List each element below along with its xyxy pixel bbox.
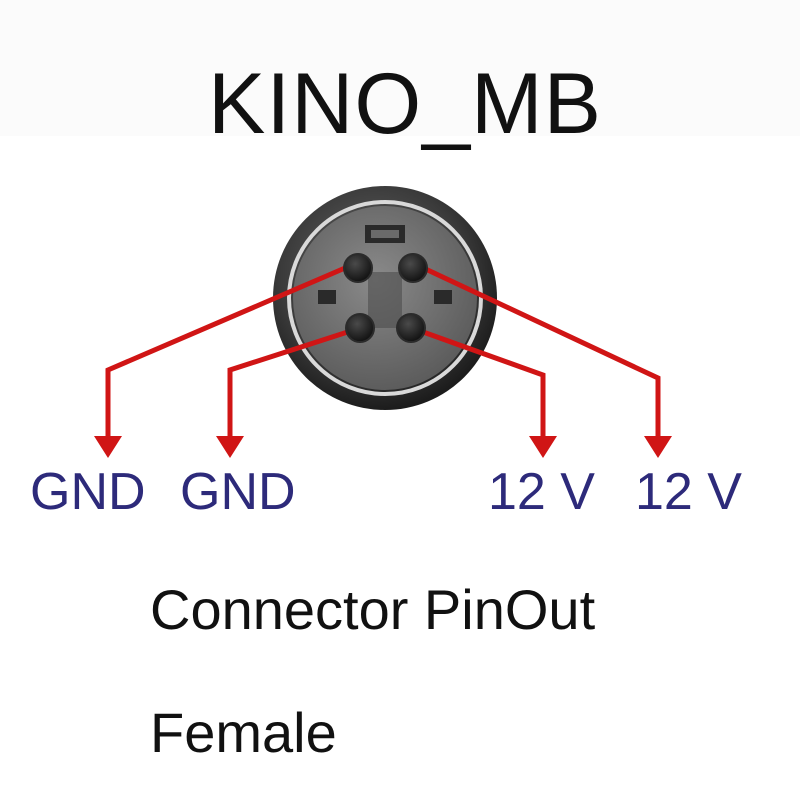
wire-arrowheads — [94, 436, 672, 458]
pin-label-2: GND — [180, 463, 296, 521]
pin-2 — [345, 313, 375, 343]
wire-pin-3 — [411, 325, 546, 440]
title-band — [0, 0, 800, 136]
pin-4 — [398, 253, 428, 283]
connector-side-notch-right — [434, 290, 452, 304]
pin-3 — [396, 313, 426, 343]
connector-side-notch-left — [318, 290, 336, 304]
caption-pinout: Connector PinOut — [150, 578, 596, 641]
connector-center-block — [368, 272, 402, 328]
wire-pin-1 — [105, 262, 353, 440]
pin-1 — [343, 253, 373, 283]
mini-din-connector — [273, 186, 497, 410]
arrowhead-pin-4 — [644, 436, 672, 458]
connector-silver-rim — [287, 200, 483, 396]
wires — [105, 262, 661, 440]
caption-gender: Female — [150, 701, 337, 764]
connector-pins — [343, 253, 428, 343]
arrowhead-pin-2 — [216, 436, 244, 458]
arrowhead-pin-1 — [94, 436, 122, 458]
pin-label-4: 12 V — [635, 463, 742, 521]
page-title: KINO_MB — [207, 56, 603, 152]
wire-pin-4 — [415, 262, 661, 440]
wire-pin-2 — [227, 325, 361, 440]
arrowhead-pin-3 — [529, 436, 557, 458]
pin-label-3: 12 V — [488, 463, 595, 521]
pin-label-1: GND — [30, 463, 146, 521]
